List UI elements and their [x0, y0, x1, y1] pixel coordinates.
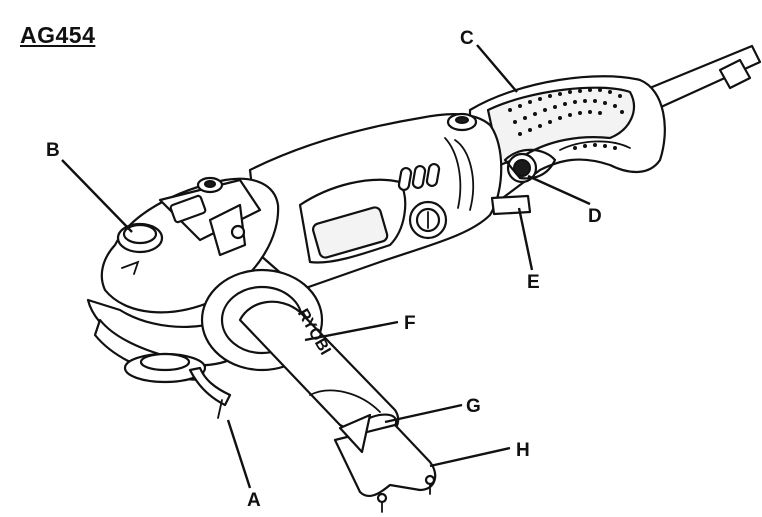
leader-b — [61, 159, 133, 233]
gear-head — [100, 176, 280, 314]
callout-f: F — [404, 313, 416, 334]
callout-h: H — [516, 440, 530, 461]
leader-g — [384, 403, 463, 424]
leader-f — [304, 320, 399, 342]
callout-labels: A B C D E F G H — [46, 28, 602, 511]
callout-d: D — [588, 206, 602, 227]
callout-g: G — [466, 396, 481, 417]
power-cord — [638, 44, 762, 114]
callout-b: B — [46, 140, 60, 161]
leader-h — [429, 446, 511, 468]
leader-c — [476, 44, 518, 93]
model-title: AG454 — [20, 22, 96, 48]
motor-housing — [248, 112, 503, 292]
flange-wrench — [333, 413, 437, 513]
callout-leaders — [61, 44, 591, 489]
leader-a — [226, 419, 252, 489]
side-handle: RYOBI — [200, 268, 400, 447]
callout-c: C — [460, 28, 474, 49]
leader-d — [527, 174, 591, 206]
callout-e: E — [527, 272, 540, 293]
callout-a: A — [247, 490, 261, 511]
wheel-guard — [86, 298, 257, 419]
leader-e — [517, 207, 534, 271]
